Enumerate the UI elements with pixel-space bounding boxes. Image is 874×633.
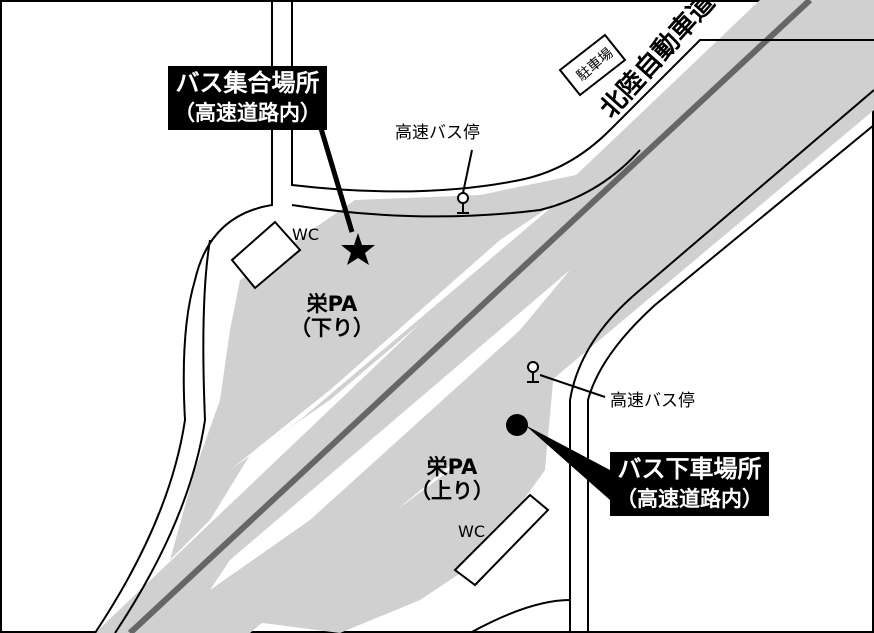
bus-stop-north-icon [457,149,473,214]
building-south [453,493,550,587]
wc-south-label: WC [458,522,485,541]
dropoff-point-callout: バス下車場所 （高速道路内） [610,452,769,516]
pa-up-name: 栄PA [426,455,478,479]
highway-center-line [127,0,813,633]
building-north [230,220,302,290]
meeting-star-icon [341,233,375,265]
local-roads [94,0,874,633]
pa-down-label: 栄PA （下り） [290,292,374,340]
dropoff-circle-icon [506,414,528,436]
meeting-point-title: バス集合場所 [175,69,320,97]
meeting-pointer [317,124,355,233]
dropoff-point-title: バス下車場所 [617,455,762,483]
bus-stop-south-label: 高速バス停 [610,391,695,411]
meeting-point-subtitle: （高速道路内） [174,101,321,125]
median-north [230,200,560,470]
pa-down-name: 栄PA [306,292,358,316]
pa-up-area [240,260,585,633]
dropoff-pointer [525,425,610,500]
wc-north-label: WC [292,225,319,244]
highway-band [95,0,874,633]
parking-box [558,33,627,97]
pa-down-direction: （下り） [290,316,374,340]
meeting-point-callout: バス集合場所 （高速道路内） [168,66,327,130]
pa-up-direction: （上り） [410,479,494,503]
median-south [210,270,570,590]
pa-up-label: 栄PA （上り） [410,455,494,503]
bus-stop-south-icon [527,361,606,398]
dropoff-point-subtitle: （高速道路内） [616,487,763,511]
bus-stop-north-label: 高速バス停 [395,123,480,143]
